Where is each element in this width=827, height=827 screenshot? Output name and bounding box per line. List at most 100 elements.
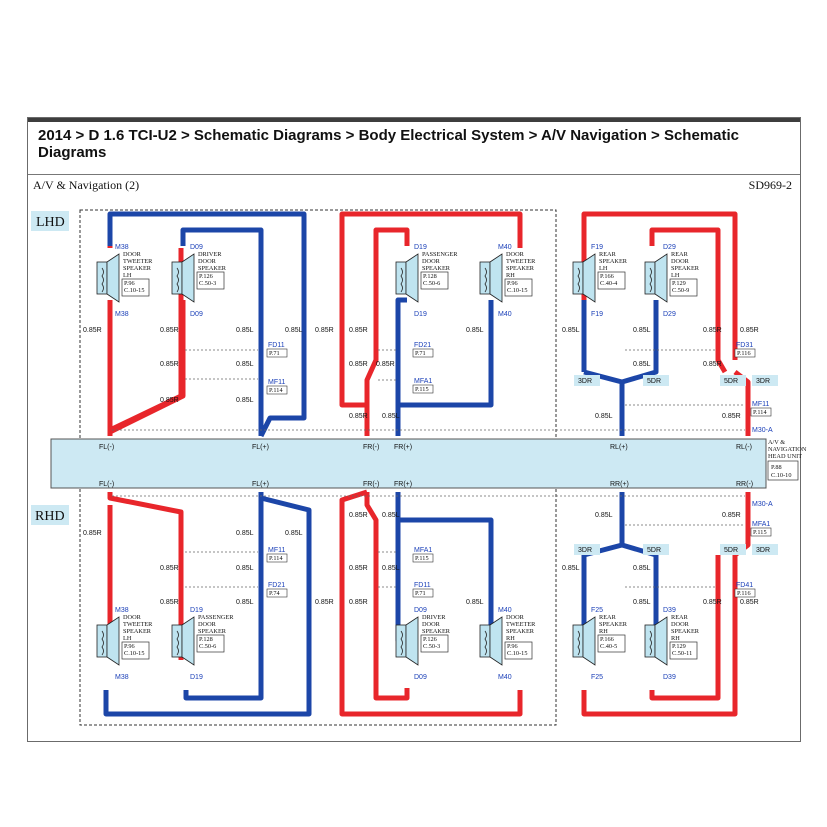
speaker-icon	[479, 616, 503, 666]
splice-boxes	[574, 375, 778, 555]
device-label: PASSENGER	[198, 614, 234, 621]
device-label: RH	[599, 628, 608, 635]
ref-text: P.128	[199, 636, 213, 643]
ref-text: P.126	[423, 636, 437, 643]
wire-gauge: 0.85R	[376, 361, 395, 368]
wire-gauge: 0.85L	[562, 327, 580, 334]
connector-id: MFA1	[414, 378, 432, 385]
splice-label: 3DR	[578, 378, 592, 385]
wire-gauge: 0.85L	[236, 599, 254, 606]
connector-id: M38	[115, 674, 129, 681]
splice-label: 3DR	[578, 547, 592, 554]
speaker-icon	[395, 253, 419, 303]
ref-text: C.50-9	[672, 287, 689, 294]
ref-text: P.114	[753, 409, 767, 416]
wires	[103, 211, 751, 717]
pin-rl-plus: RL(+)	[610, 444, 628, 451]
wire-gauge: 0.85L	[285, 327, 303, 334]
device-label: DRIVER	[198, 251, 222, 258]
ref-box	[597, 634, 626, 653]
wire-gauge: 0.85R	[160, 327, 179, 334]
header-rule	[28, 118, 800, 122]
ref-text: P.129	[672, 643, 686, 650]
wire-gauge: 0.85R	[722, 413, 741, 420]
connector-id: D09	[190, 311, 203, 318]
connector-id: D29	[663, 311, 676, 318]
ref-text: P.114	[269, 555, 283, 562]
pin-fl-minus: FL(-)	[99, 444, 114, 451]
ref-text: C.10-15	[124, 287, 144, 294]
ref-text: C.50-3	[199, 280, 216, 287]
device-label: SPEAKER	[123, 265, 152, 272]
wire-gauge: 0.85R	[349, 361, 368, 368]
connector-id: D19	[414, 244, 427, 251]
splice-label: 5DR	[647, 378, 661, 385]
connector-id: MF11	[752, 401, 769, 408]
device-label: DOOR	[671, 621, 690, 628]
head-unit-ref-box	[767, 460, 799, 481]
ref-text: C.50-11	[672, 650, 692, 657]
device-label: REAR	[599, 251, 617, 258]
wire-gauge: 0.85L	[236, 327, 254, 334]
device-label: RH	[671, 635, 680, 642]
device-label: LH	[599, 265, 608, 272]
connector-id: F19	[591, 311, 603, 318]
device-label: SPEAKER	[123, 628, 152, 635]
wire-gauge: 0.85L	[285, 530, 303, 537]
ref-text: P.74	[269, 590, 281, 597]
speaker-icon	[96, 616, 120, 666]
ref-box	[420, 634, 449, 653]
wire-gauge: 0.85R	[349, 327, 368, 334]
pin-fr-minus: FR(-)	[363, 481, 379, 488]
ref-box	[266, 588, 288, 598]
ref-text: P.116	[737, 590, 751, 597]
wire-gauge: 0.85L	[466, 327, 484, 334]
device-label: DRIVER	[422, 614, 446, 621]
device-label: LH	[123, 272, 132, 279]
pin-fr-plus: FR(+)	[394, 481, 412, 488]
device-label: REAR	[671, 614, 689, 621]
ref-text: C.10-15	[507, 650, 527, 657]
splice-label: 5DR	[724, 378, 738, 385]
wire-gauge: 0.85R	[315, 327, 334, 334]
device-label: RH	[506, 272, 515, 279]
ref-text: P.128	[423, 273, 437, 280]
pin-fl-plus: FL(+)	[252, 481, 269, 488]
wire-gauge: 0.85L	[382, 565, 400, 572]
pin-fl-plus: FL(+)	[252, 444, 269, 451]
breadcrumb: 2014 > D 1.6 TCI-U2 > Schematic Diagrams…	[38, 127, 740, 161]
ref-box	[504, 641, 533, 660]
ref-text: P.166	[600, 636, 614, 643]
device-label: DOOR	[123, 614, 142, 621]
speakers: DOORTWEETERSPEAKERLHP.96C.10-15M38M38DRI…	[96, 244, 700, 681]
ref-text: C.40-5	[600, 643, 617, 650]
ref-text: P.96	[124, 643, 135, 650]
wire-gauge: 0.85L	[236, 530, 254, 537]
ref-box	[266, 385, 288, 395]
wire-gauge: 0.85R	[349, 599, 368, 606]
device-label: SPEAKER	[198, 628, 227, 635]
splice-label: 3DR	[756, 378, 770, 385]
device-label: DOOR	[422, 258, 441, 265]
wire-gauge: 0.85R	[83, 530, 102, 537]
device-label: SPEAKER	[671, 628, 700, 635]
device-label: SPEAKER	[599, 258, 628, 265]
device-label: DOOR	[506, 251, 525, 258]
region-label-rhd: RHD	[35, 509, 65, 524]
ref-text: P.114	[269, 387, 283, 394]
connector-id: M38	[115, 311, 129, 318]
wire-gauge: 0.85R	[349, 512, 368, 519]
wire-gauge: 0.85R	[703, 327, 722, 334]
wire-gauge: 0.85L	[382, 512, 400, 519]
region-label-lhd: LHD	[36, 215, 65, 230]
pin-rr-plus: RR(+)	[610, 481, 629, 488]
device-label: SPEAKER	[422, 265, 451, 272]
wire-gauge: 0.85R	[740, 327, 759, 334]
pin-rl-minus: RL(-)	[736, 444, 752, 451]
section-code: SD969-2	[748, 178, 792, 192]
connector-id: D09	[414, 607, 427, 614]
device-label: DOOR	[198, 258, 217, 265]
wire-gauge: 0.85R	[722, 512, 741, 519]
speaker-icon	[572, 253, 596, 303]
